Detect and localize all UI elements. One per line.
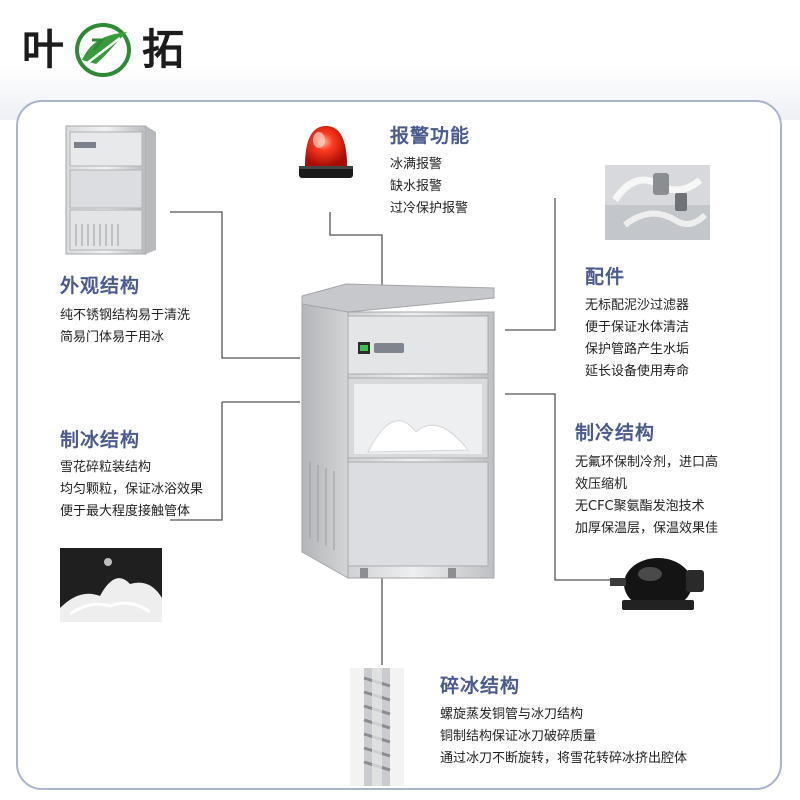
accessories-line: 便于保证水体清洁 [585,320,690,335]
alarm-desc: 冰满报警 缺水报警 过冷保护报警 [390,154,468,220]
crushing-spiral-image [350,668,404,786]
accessories-line: 保护管路产生水垢 [585,342,690,357]
exterior-line: 纯不锈钢结构易于清洗 [60,308,191,323]
crushing-line: 铜制结构保证冰刀破碎质量 [440,729,597,744]
alarm-line: 过冷保护报警 [390,201,469,216]
compressor-image [610,558,704,610]
cooling-line: 无氟环保制冷剂，进口高 [575,455,719,470]
crushing-desc: 螺旋蒸发铜管与冰刀结构 铜制结构保证冰刀破碎质量 通过冰刀不断旋转，将雪花转碎冰… [440,704,687,770]
alarm-line: 冰满报警 [390,157,443,172]
cooling-line: 效压缩机 [575,477,628,492]
accessories-title: 配件 [585,266,626,288]
crushing-title: 碎冰结构 [440,675,521,697]
accessories-line: 延长设备使用寿命 [585,364,690,379]
brand-right-char: 拓 [142,25,185,74]
accessories-filter-image [605,165,710,240]
alarm-line: 缺水报警 [390,179,443,194]
brand-emblem-icon [75,23,132,77]
alarm-light-icon [299,126,353,178]
brand-left-char: 叶 [22,25,65,74]
exterior-line: 简易门体易于用冰 [60,330,165,345]
ice-making-line: 便于最大程度接触管体 [60,504,191,519]
cooling-title: 制冷结构 [575,422,656,444]
exterior-title: 外观结构 [60,275,141,297]
brand-logo: 叶 拓 [22,20,184,80]
exterior-machine-image [65,125,156,255]
cooling-line: 无CFC聚氨酯发泡技术 [575,499,705,514]
cooling-desc: 无氟环保制冷剂，进口高 效压缩机 无CFC聚氨酯发泡技术 加厚保温层，保温效果佳 [575,452,718,540]
crushing-line: 螺旋蒸发铜管与冰刀结构 [440,707,584,722]
ice-making-line: 雪花碎粒装结构 [60,460,152,475]
ice-machine-image [301,283,495,579]
ice-making-line: 均匀颗粒，保证冰浴效果 [60,482,204,497]
alarm-title: 报警功能 [390,125,471,147]
ice-making-desc: 雪花碎粒装结构 均匀颗粒，保证冰浴效果 便于最大程度接触管体 [60,457,203,523]
crushing-line: 通过冰刀不断旋转，将雪花转碎冰挤出腔体 [440,751,688,766]
exterior-desc: 纯不锈钢结构易于清洗 简易门体易于用冰 [60,305,190,349]
accessories-desc: 无标配泥沙过滤器 便于保证水体清洁 保护管路产生水垢 延长设备使用寿命 [585,295,689,383]
ice-making-title: 制冰结构 [60,429,141,451]
cooling-line: 加厚保温层，保温效果佳 [575,521,719,536]
ice-making-image [60,548,162,622]
accessories-line: 无标配泥沙过滤器 [585,298,690,313]
